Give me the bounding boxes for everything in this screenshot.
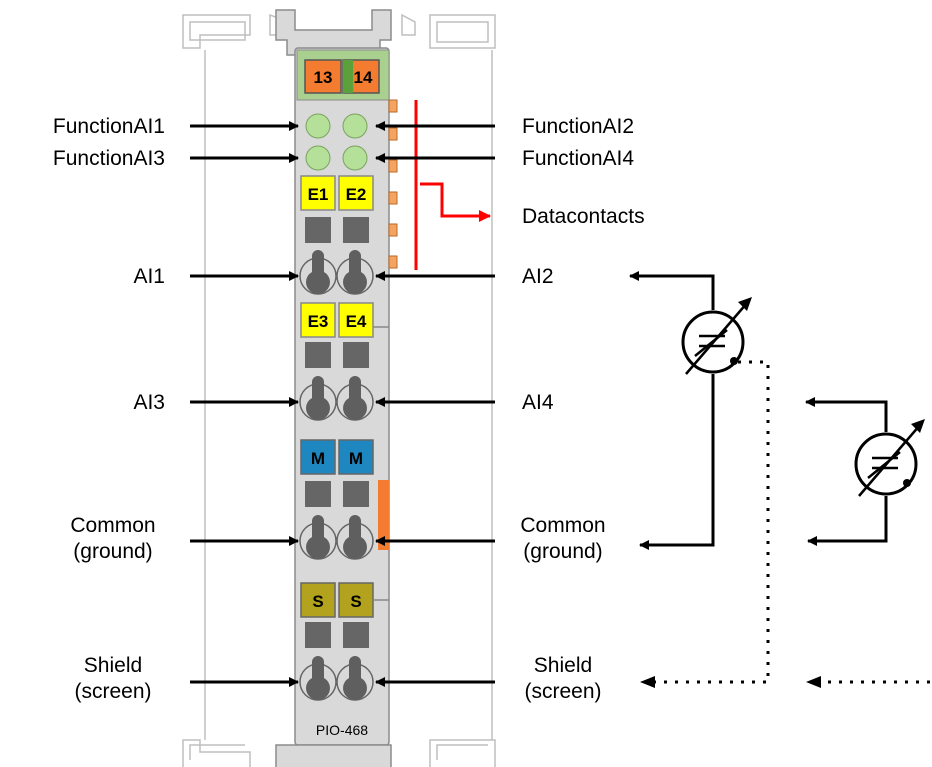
label-common-left-2: (ground) bbox=[73, 540, 152, 563]
label-ai1: AI1 bbox=[133, 265, 165, 288]
led-b bbox=[305, 145, 331, 171]
right-arrows bbox=[375, 121, 495, 687]
led-c bbox=[342, 113, 368, 139]
label-common-right-2: (ground) bbox=[523, 540, 602, 563]
label-function-ai3: FunctionAI3 bbox=[53, 147, 165, 170]
model-label: PIO-468 bbox=[316, 722, 368, 738]
din-rail bbox=[182, 13, 496, 767]
label-common-right-1: Common bbox=[520, 514, 605, 537]
label-shield-left-1: Shield bbox=[84, 654, 142, 677]
badge-e3: E3 bbox=[308, 312, 329, 331]
terminal-ai2 bbox=[343, 250, 367, 294]
power-contact bbox=[378, 480, 389, 550]
led-d bbox=[342, 145, 368, 171]
variable-voltage-source-icon bbox=[681, 297, 752, 375]
terminal-common-right bbox=[343, 515, 367, 559]
channel-badge-13: 13 bbox=[314, 68, 333, 87]
label-common-left-1: Common bbox=[70, 514, 155, 537]
badge-e1: E1 bbox=[308, 185, 329, 204]
io-module: 13 14 E1 E2 E3 bbox=[275, 9, 398, 767]
badge-m-left: M bbox=[311, 449, 325, 468]
datacontacts-indicator bbox=[414, 100, 491, 270]
label-function-ai2: FunctionAI2 bbox=[522, 115, 634, 138]
label-function-ai1: FunctionAI1 bbox=[53, 115, 165, 138]
label-ai3: AI3 bbox=[133, 391, 165, 414]
data-contacts bbox=[388, 99, 398, 269]
sensor-2-wiring bbox=[805, 397, 888, 546]
channel-badge-14: 14 bbox=[354, 68, 373, 87]
label-ai4: AI4 bbox=[522, 391, 554, 414]
terminal-ai4 bbox=[343, 376, 367, 420]
bottom-latch bbox=[275, 744, 392, 767]
badge-e4: E4 bbox=[346, 312, 367, 331]
sensor-1-shield bbox=[650, 360, 770, 684]
variable-voltage-source-icon bbox=[854, 419, 925, 497]
sensor-1-wiring bbox=[629, 271, 715, 550]
terminal-shield-right bbox=[343, 656, 367, 700]
label-shield-right-2: (screen) bbox=[524, 680, 601, 703]
led-a bbox=[305, 113, 331, 139]
terminal-ai1 bbox=[306, 250, 330, 294]
top-latch bbox=[275, 9, 392, 56]
terminal-common-left bbox=[306, 515, 330, 559]
label-function-ai4: FunctionAI4 bbox=[522, 147, 634, 170]
badge-e2: E2 bbox=[346, 185, 367, 204]
terminal-shield-left bbox=[306, 656, 330, 700]
label-ai2: AI2 bbox=[522, 265, 554, 288]
left-arrows bbox=[190, 121, 299, 687]
badge-s-right: S bbox=[350, 592, 361, 611]
label-datacontacts: Datacontacts bbox=[522, 205, 645, 228]
label-shield-left-2: (screen) bbox=[74, 680, 151, 703]
terminal-ai3 bbox=[306, 376, 330, 420]
badge-m-right: M bbox=[349, 449, 363, 468]
label-shield-right-1: Shield bbox=[534, 654, 592, 677]
badge-s-left: S bbox=[312, 592, 323, 611]
